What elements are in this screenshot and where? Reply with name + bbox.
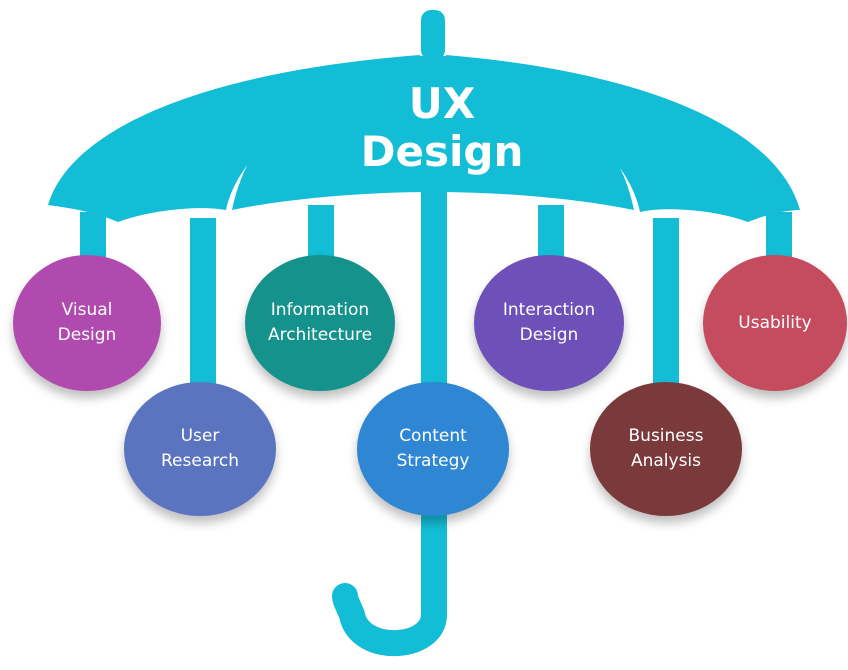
node-label-line-1: Content: [399, 426, 467, 446]
node-label-line-2: Design: [519, 325, 579, 345]
node-label-line-2: Strategy: [396, 451, 470, 471]
node-label-line-1: Usability: [738, 312, 812, 333]
node-label-line-1: Information: [270, 300, 370, 320]
title-line-2: Design: [360, 127, 524, 176]
node-label-line-1: Visual: [61, 300, 113, 320]
node-label-line-1: User: [180, 426, 220, 446]
strip-visual-design: [80, 212, 106, 262]
node-business-analysis: Business Analysis: [590, 382, 742, 516]
umbrella-handle: [332, 562, 447, 657]
umbrella-tip: [421, 10, 445, 60]
node-label-line-1: Business: [628, 426, 704, 446]
strip-information-architecture: [308, 205, 334, 260]
node-label-line-2: Analysis: [630, 451, 702, 471]
node-label-line-2: Architecture: [267, 325, 373, 345]
diagram-title: UX Design: [324, 80, 560, 176]
node-interaction-design: Interaction Design: [474, 255, 624, 391]
node-label-line-2: Research: [161, 451, 239, 471]
node-usability: Usability: [703, 255, 847, 391]
node-user-research: User Research: [124, 382, 276, 516]
node-information-architecture: Information Architecture: [245, 255, 395, 391]
strip-interaction-design: [538, 205, 564, 260]
umbrella-canopy-right: [446, 55, 800, 222]
title-line-1: UX: [408, 79, 476, 128]
node-visual-design: Visual Design: [13, 255, 161, 391]
node-content-strategy: Content Strategy: [357, 382, 509, 516]
strip-usability: [766, 212, 792, 262]
node-label-line-2: Design: [57, 325, 117, 345]
strip-user-research: [190, 218, 216, 390]
strip-business-analysis: [653, 218, 679, 390]
node-label-line-1: Interaction: [502, 300, 596, 320]
